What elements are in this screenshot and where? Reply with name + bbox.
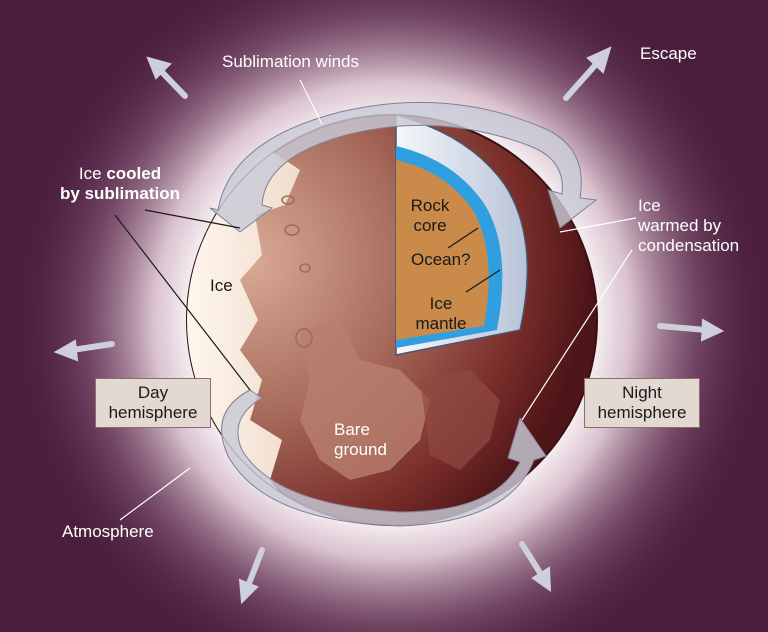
day-hemisphere-line-1: Day <box>137 383 169 402</box>
escape-label: Escape <box>640 44 697 63</box>
escape-arrow-icon <box>245 547 265 589</box>
escape-arrows <box>53 46 725 605</box>
sublimation-wind-arrow-icon <box>209 101 598 233</box>
bare-ground-line-2: ground <box>334 440 387 459</box>
atmosphere-label: Atmosphere <box>62 522 154 541</box>
condensation-wind-arrow-icon <box>221 389 547 527</box>
day-hemisphere-line-2: hemisphere <box>108 403 198 422</box>
night-hemisphere-line-2: hemisphere <box>597 403 687 422</box>
escape-arrow-head <box>53 339 79 362</box>
leader-line <box>144 209 241 229</box>
bare-ground-line-1: Bare <box>334 420 370 439</box>
leader-line <box>299 79 323 125</box>
escape-arrow-icon <box>563 59 601 101</box>
rock-core-layer <box>396 160 489 340</box>
leader-line <box>447 227 479 249</box>
rock-core-line-2: core <box>413 216 447 235</box>
leader-line <box>559 217 637 233</box>
ice-mantle-line-2: mantle <box>415 314 467 333</box>
terrain-patch <box>420 370 500 470</box>
escape-arrow-icon <box>657 323 709 333</box>
crater <box>299 263 311 273</box>
ice-warmed-label: Ice warmed by condensation <box>638 196 739 256</box>
crater <box>281 195 295 205</box>
day-hemisphere-box: Day hemisphere <box>95 378 211 428</box>
rock-core-line-1: Rock <box>410 196 450 215</box>
ice-mantle-line-1: Ice <box>429 294 453 313</box>
escape-arrow-icon <box>519 541 545 579</box>
ice-warmed-line-1: Ice <box>638 196 661 215</box>
night-hemisphere-box: Night hemisphere <box>584 378 700 428</box>
leader-line <box>119 467 191 521</box>
leader-lines <box>114 79 637 521</box>
ocean-label: Ocean? <box>411 250 471 269</box>
leader-line <box>465 269 501 293</box>
ice-cooled-line-2: by sublimation <box>60 184 180 203</box>
bare-ground-region <box>300 320 430 480</box>
bare-ground-label: Bare ground <box>334 420 387 460</box>
escape-arrow-head <box>238 578 259 605</box>
ice-label: Ice <box>210 276 233 295</box>
escape-arrow-head <box>531 566 552 592</box>
leader-line <box>114 214 251 391</box>
ice-mantle-label: Ice mantle <box>410 294 472 334</box>
crater <box>284 224 300 236</box>
ice-warmed-line-2: warmed by <box>638 216 722 235</box>
escape-arrow-icon <box>69 341 115 353</box>
ice-cooled-line-1a: Ice <box>78 164 102 183</box>
escape-arrow-head <box>586 46 612 74</box>
ice-cooled-label: Ice cooled by sublimation <box>50 164 190 204</box>
escape-arrow-head <box>146 56 172 80</box>
night-hemisphere-line-1: Night <box>622 383 662 402</box>
rock-core-label: Rock core <box>400 196 460 236</box>
sublimation-winds-label: Sublimation winds <box>222 52 360 71</box>
crater <box>295 328 313 348</box>
escape-arrow-head <box>700 318 725 342</box>
ice-cooled-line-1b: cooled <box>106 164 162 183</box>
leader-line <box>521 249 633 421</box>
ice-warmed-line-3: condensation <box>638 236 740 255</box>
